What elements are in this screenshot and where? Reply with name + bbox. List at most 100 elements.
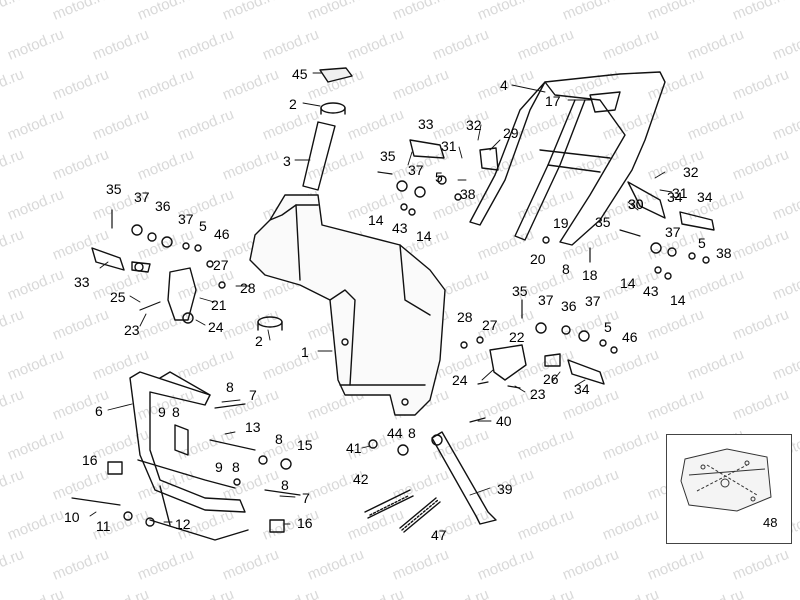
upper-right-footrest-assembly: [409, 139, 715, 231]
callout-label: 23: [530, 386, 546, 402]
callout-label: 31: [441, 138, 457, 154]
callout-label: 25: [110, 289, 126, 305]
callout-label: 33: [418, 116, 434, 132]
cover-inset-drawing: [680, 448, 772, 512]
callout-label: 16: [297, 515, 313, 531]
rear-subframe-part-4: [469, 71, 666, 246]
callout-label: 20: [530, 251, 546, 267]
callout-label: 29: [503, 125, 519, 141]
callout-label: 34: [667, 189, 683, 205]
callout-label: 13: [245, 419, 261, 435]
callout-label: 32: [466, 117, 482, 133]
callout-label: 36: [561, 298, 577, 314]
steering-tube-parts: [257, 67, 353, 331]
callout-label: 47: [431, 527, 447, 543]
callout-label: 40: [496, 413, 512, 429]
callout-label: 14: [368, 212, 384, 228]
callout-label: 9: [215, 459, 223, 475]
lower-cradle-part-6: [129, 371, 249, 541]
callout-label: 14: [416, 228, 432, 244]
callout-label: 37: [585, 293, 601, 309]
callout-label: 6: [95, 403, 103, 419]
callout-label: 30: [628, 196, 644, 212]
callout-label: 2: [255, 333, 263, 349]
callout-label: 42: [353, 471, 369, 487]
callout-label: 8: [281, 477, 289, 493]
callout-label: 5: [435, 169, 443, 185]
callout-label: 1: [301, 344, 309, 360]
callout-label: 5: [698, 235, 706, 251]
right-footrest-assembly: [489, 344, 605, 385]
callout-label: 17: [545, 93, 561, 109]
callout-label: 3: [283, 153, 291, 169]
callout-label: 14: [620, 275, 636, 291]
left-footrest-assembly: [91, 247, 197, 324]
springs-parts-42-47: [364, 489, 441, 533]
callout-label: 9: [158, 404, 166, 420]
callout-label: 24: [452, 372, 468, 388]
callout-label: 41: [346, 440, 362, 456]
callout-label: 37: [178, 211, 194, 227]
callout-label: 18: [582, 267, 598, 283]
callout-label: 45: [292, 66, 308, 82]
callout-label: 15: [297, 437, 313, 453]
callout-label: 46: [214, 226, 230, 242]
callout-label: 43: [643, 283, 659, 299]
callout-label: 5: [199, 218, 207, 234]
callout-label: 8: [562, 261, 570, 277]
callout-label: 38: [460, 186, 476, 202]
callout-label: 19: [553, 215, 569, 231]
main-frame-part-1: [249, 194, 446, 416]
callout-label: 35: [512, 283, 528, 299]
callout-label: 31: [672, 185, 688, 201]
callout-label: 36: [155, 198, 171, 214]
callout-label: 37: [134, 189, 150, 205]
callout-label: 5: [604, 319, 612, 335]
callout-label: 44: [387, 425, 403, 441]
callout-label: 46: [622, 329, 638, 345]
callout-label: 23: [124, 322, 140, 338]
callout-label: 8: [232, 459, 240, 475]
callout-label: 21: [211, 297, 227, 313]
callout-label: 34: [697, 189, 713, 205]
callout-label: 27: [213, 257, 229, 273]
callout-label: 22: [509, 329, 525, 345]
callout-label: 39: [497, 481, 513, 497]
callout-label: 24: [208, 319, 224, 335]
callout-label: 28: [457, 309, 473, 325]
callout-label: 2: [289, 96, 297, 112]
callout-label: 4: [500, 77, 508, 93]
inset-box-part-48: 48: [666, 434, 792, 544]
callout-label: 14: [670, 292, 686, 308]
callout-label: 35: [106, 181, 122, 197]
callout-label: 35: [595, 214, 611, 230]
inset-label: 48: [763, 515, 778, 530]
callout-label: 8: [275, 431, 283, 447]
callout-label: 27: [482, 317, 498, 333]
callout-label: 26: [543, 371, 559, 387]
callout-label: 30: [628, 196, 644, 212]
callout-label: 37: [408, 162, 424, 178]
callout-label: 43: [392, 220, 408, 236]
callout-label: 32: [683, 164, 699, 180]
callout-leader-lines: [89, 72, 673, 525]
callout-label: 10: [64, 509, 80, 525]
callout-label: 37: [665, 224, 681, 240]
callout-label: 11: [96, 518, 111, 534]
callout-label: 35: [380, 148, 396, 164]
callout-label: 12: [175, 516, 191, 532]
callout-label: 8: [226, 379, 234, 395]
callout-label: 7: [302, 490, 310, 506]
callout-label: 8: [172, 404, 180, 420]
callout-label: 7: [249, 387, 257, 403]
callout-label: 37: [538, 292, 554, 308]
nuts-and-washers: [107, 175, 710, 533]
callout-label: 38: [716, 245, 732, 261]
callout-label: 28: [240, 280, 256, 296]
callout-label: 34: [574, 381, 590, 397]
sidestand-part-39: [431, 431, 497, 525]
callout-label: 33: [74, 274, 90, 290]
